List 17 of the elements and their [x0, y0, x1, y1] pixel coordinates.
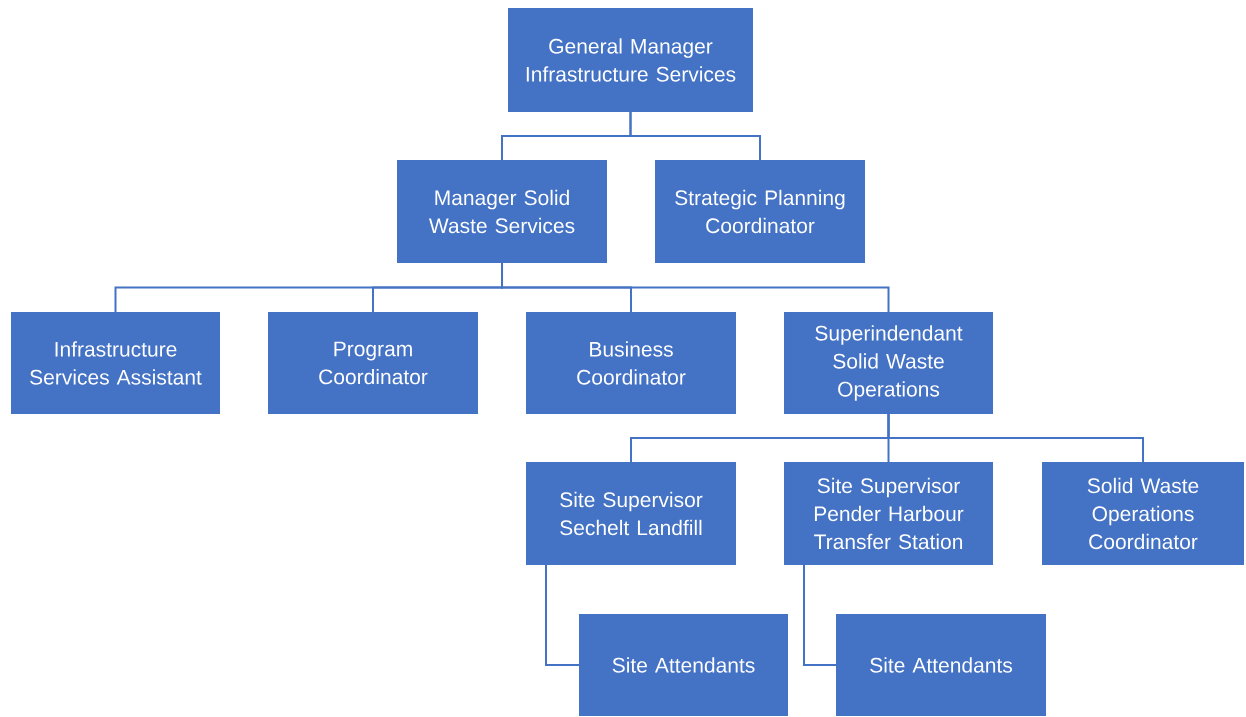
connector-line — [501, 262, 890, 313]
position-box: Solid Waste Operations Coordinator — [1042, 462, 1244, 565]
connector-line — [629, 111, 761, 161]
position-box: Site Supervisor Sechelt Landfill — [526, 462, 736, 565]
connector-line — [887, 413, 1144, 463]
position-box: Manager Solid Waste Services — [397, 160, 607, 263]
position-box: Infrastructure Services Assistant — [11, 312, 220, 414]
connector-line — [545, 564, 580, 666]
position-box: Strategic Planning Coordinator — [655, 160, 865, 263]
position-box: Business Coordinator — [526, 312, 736, 414]
connector-line — [803, 564, 837, 666]
position-box: Site Attendants — [579, 614, 788, 716]
position-box: General Manager Infrastructure Services — [508, 8, 753, 112]
position-box: Superindendant Solid Waste Operations — [784, 312, 993, 414]
position-box: Site Supervisor Pender Harbour Transfer Station — [784, 462, 993, 565]
position-box: Site Attendants — [836, 614, 1046, 716]
position-box: Program Coordinator — [268, 312, 478, 414]
